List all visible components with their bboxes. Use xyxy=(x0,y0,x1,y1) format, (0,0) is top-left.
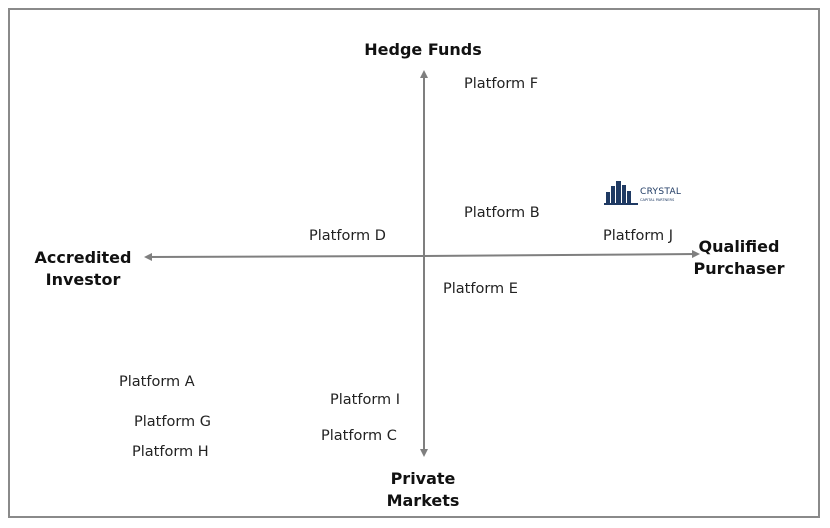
logo-name: CRYSTAL xyxy=(640,187,682,197)
platform-h-label: Platform H xyxy=(132,444,209,460)
platform-f-label: Platform F xyxy=(464,76,539,92)
platform-i-label: Platform I xyxy=(330,392,401,408)
platform-a-label: Platform A xyxy=(119,374,195,390)
axis-label-right: Qualified Purchaser xyxy=(693,237,785,278)
crystal-capital-logo: CRYSTAL CAPITAL PARTNERS xyxy=(604,180,696,206)
horizontal-axis-left xyxy=(144,252,425,261)
axis-label-left: Accredited Investor xyxy=(34,248,132,289)
platform-j-label: Platform J xyxy=(603,228,674,244)
logo-tagline: CAPITAL PARTNERS xyxy=(640,198,675,202)
axis-label-bottom: Private Markets xyxy=(386,469,460,510)
platform-c-label: Platform C xyxy=(321,428,397,444)
horizontal-axis-right xyxy=(423,250,700,259)
platform-g-label: Platform G xyxy=(134,414,211,430)
platform-d-label: Platform D xyxy=(309,228,386,244)
axis-label-top: Hedge Funds xyxy=(364,40,482,59)
platform-b-label: Platform B xyxy=(464,205,540,221)
building-columns-icon xyxy=(604,181,638,205)
diagram-frame xyxy=(8,8,820,518)
platform-e-label: Platform E xyxy=(443,281,518,297)
